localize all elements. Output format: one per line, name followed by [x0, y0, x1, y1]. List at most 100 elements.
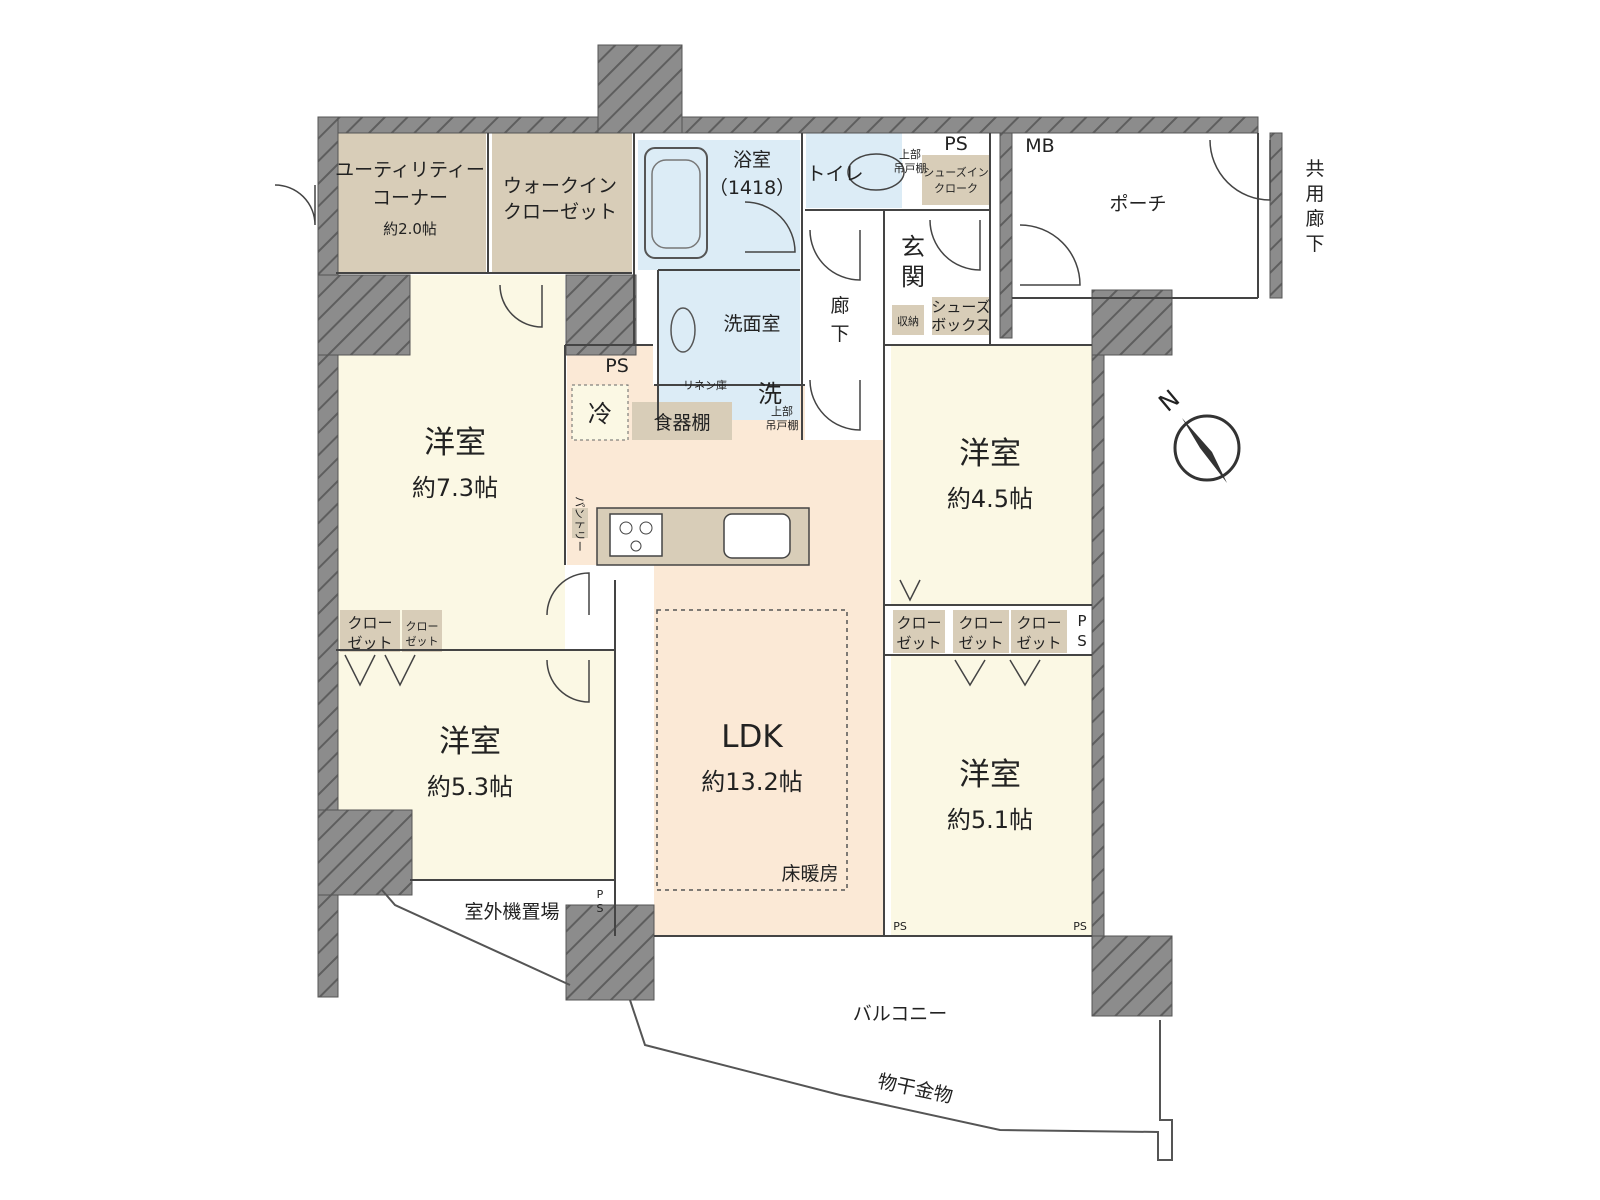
common-corridor-1: 共: [1305, 158, 1324, 180]
balcony-label: バルコニー: [853, 1003, 948, 1025]
western-room-45-area: [891, 345, 1092, 605]
closet-east-c-area: [1011, 610, 1067, 653]
outdoor-unit-label: 室外機置場: [464, 901, 559, 923]
bath-area: [638, 140, 800, 270]
ps-label-kitchen: PS: [605, 355, 629, 377]
corridor-2: 下: [830, 323, 849, 345]
labels: ユーティリティー コーナー 約2.0帖 ウォークイン クローゼット 浴室 （14…: [335, 133, 1324, 1108]
western-room-51-area: [891, 655, 1092, 936]
room-fills: [336, 133, 1092, 936]
compass-north-label: N: [1153, 384, 1185, 417]
toilet-bowl: [847, 153, 905, 191]
entrance-1: 玄: [901, 233, 925, 261]
closet-wb-2: ゼット: [406, 635, 439, 648]
closet-ea-2: ゼット: [896, 634, 941, 652]
ps-s-label: PS: [893, 920, 907, 933]
western-room-73-area: [336, 275, 565, 650]
toilet-area: [806, 133, 902, 208]
western-53-size: 約5.3帖: [427, 773, 513, 801]
toilet-label: トイレ: [806, 163, 863, 185]
ldk-area: [567, 345, 884, 936]
western-51-size: 約5.1帖: [947, 806, 1033, 834]
outdoor-unit-outline: [381, 889, 571, 986]
closet-ec-2: ゼット: [1016, 634, 1061, 652]
common-corridor-2: 用: [1305, 183, 1324, 205]
closet-eb-2: ゼット: [958, 634, 1003, 652]
shoe-box-1: シューズ: [931, 298, 990, 316]
balcony-outline: [629, 999, 1173, 1161]
western-45-label: 洋室: [959, 436, 1021, 472]
common-corridor-4: 下: [1305, 233, 1324, 255]
compass-icon: N: [1153, 384, 1241, 483]
ps-sw-p: P: [597, 888, 604, 901]
closet-wa-2: ゼット: [347, 634, 392, 652]
western-room-53-area: [336, 650, 615, 880]
closet-east-b-area: [953, 610, 1009, 653]
bathtub: [644, 147, 708, 259]
ps-se-label: PS: [1073, 920, 1087, 933]
closet-east-a-area: [893, 610, 945, 653]
laundry-shelf-2: 吊戸棚: [766, 418, 799, 432]
burner: [639, 521, 653, 535]
western-53-label: 洋室: [439, 724, 501, 760]
fridge-area: [571, 384, 629, 441]
utility-label-1: ユーティリティー: [335, 159, 485, 181]
toilet-shelf-1: 上部: [899, 147, 921, 161]
sink-icon: [723, 513, 791, 559]
pantry-area: [572, 508, 588, 538]
shoe-box-area: [932, 297, 990, 335]
burner: [630, 540, 642, 552]
door-swings: [274, 139, 1271, 703]
bathtub-inner: [651, 159, 701, 249]
ps-label-top: PS: [944, 133, 968, 155]
wic-label-2: クローゼット: [503, 201, 617, 223]
utility-label-2: コーナー: [372, 187, 448, 209]
floor-heating-label: 床暖房: [781, 863, 838, 885]
closet-west-b-area: [402, 610, 442, 652]
shoes-in-cloak-1: シューズイン: [923, 165, 988, 179]
closet-wa-1: クロー: [347, 614, 392, 632]
mb-label: MB: [1025, 135, 1054, 157]
shoes-in-cloak-2: クローク: [934, 182, 978, 195]
fridge-label: 冷: [588, 400, 612, 428]
wash-basin: [670, 307, 696, 353]
wic-label-1: ウォークイン: [503, 175, 617, 197]
burner: [619, 521, 633, 535]
floor-heating-area: [656, 609, 848, 891]
closet-ec-1: クロー: [1016, 614, 1061, 632]
washroom-area: [658, 270, 800, 420]
partition-lines: [336, 133, 1259, 937]
western-45-size: 約4.5帖: [947, 485, 1033, 513]
stove-icon: [609, 513, 663, 557]
shoe-box-2: ボックス: [931, 316, 991, 334]
western-73-size: 約7.3帖: [412, 474, 498, 502]
bath-label: 浴室: [733, 149, 771, 171]
ps-east-s: S: [1077, 632, 1087, 650]
dish-shelf-area: [632, 402, 732, 440]
bath-spec: （1418）: [709, 177, 795, 199]
shoes-in-cloak-area: [922, 155, 990, 205]
laundry-shelf-1: 上部: [771, 404, 793, 418]
closet-wb-1: クロー: [406, 620, 439, 633]
drying-rack-label: 物干金物: [876, 1070, 955, 1107]
ldk-label: LDK: [721, 719, 783, 755]
linen-label: リネン庫: [683, 378, 727, 392]
entrance-2: 関: [901, 263, 925, 291]
common-corridor-3: 廊: [1305, 208, 1324, 230]
ps-sw-s: S: [597, 902, 604, 915]
closet-eb-1: クロー: [958, 614, 1003, 632]
storage-label: 収納: [897, 315, 919, 328]
utility-area: [338, 133, 486, 273]
laundry-label: 洗: [758, 380, 782, 408]
western-73-label: 洋室: [424, 425, 486, 461]
pantry-label: パントリー: [573, 496, 586, 552]
utility-size: 約2.0帖: [383, 220, 437, 238]
porch-label: ポーチ: [1109, 193, 1166, 215]
washroom-label: 洗面室: [723, 313, 780, 335]
walk-in-closet-area: [492, 133, 632, 273]
ps-east-p: P: [1077, 612, 1086, 630]
western-51-label: 洋室: [959, 757, 1021, 793]
closet-ea-1: クロー: [896, 614, 941, 632]
storage-area: [892, 305, 924, 335]
